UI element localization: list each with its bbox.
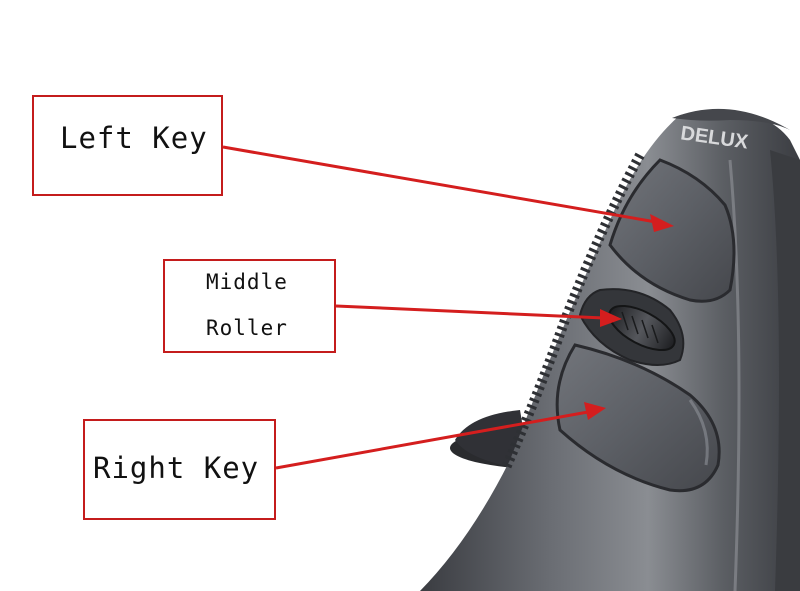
annotation-arrows <box>222 145 674 470</box>
middle-roller-label-line1: Middle <box>206 270 288 294</box>
right-key-shape <box>555 343 721 493</box>
scroll-wheel-shape <box>608 304 676 352</box>
left-key-label-box: Left Key <box>32 95 223 196</box>
middle-roller-arrow <box>335 304 622 327</box>
right-key-label-box: Right Key <box>83 419 276 520</box>
right-key-label: Right Key <box>93 451 260 485</box>
left-key-arrow <box>222 145 674 232</box>
mouse-body <box>420 110 800 591</box>
body-highlight <box>770 150 800 591</box>
wheel-ridges <box>621 311 659 344</box>
right-key-arrow <box>275 402 606 470</box>
middle-roller-label-line2: Roller <box>206 316 288 340</box>
mouse-top <box>672 108 790 130</box>
grip-edge <box>500 152 645 473</box>
left-key-shape <box>608 158 736 303</box>
middle-roller-label-box: Middle Roller <box>163 259 336 353</box>
left-key-label: Left Key <box>60 121 208 155</box>
